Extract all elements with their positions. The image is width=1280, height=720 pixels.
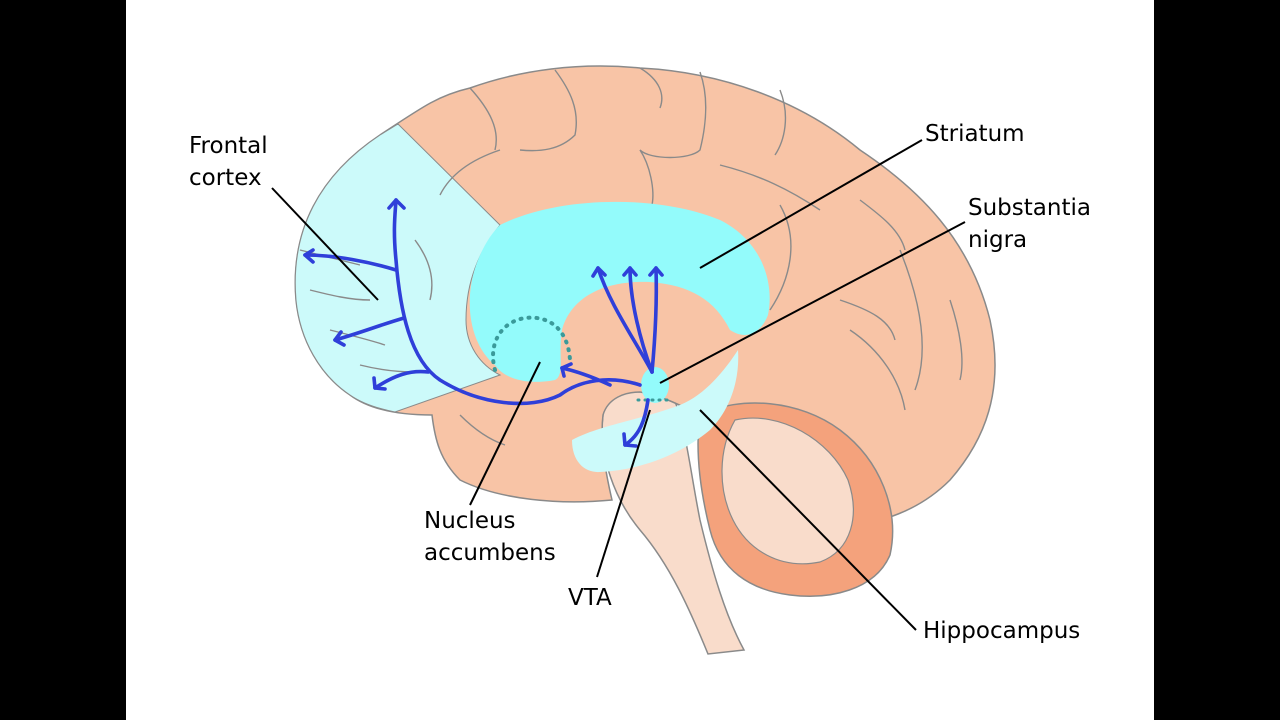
substantia-nigra-leader (659, 221, 966, 384)
nucleus-accumbens-leader (469, 361, 541, 506)
diagram-canvas: Frontal cortex Striatum Substantia nigra… (126, 0, 1154, 720)
vta-leader (596, 409, 651, 578)
label-nucleus-accumbens-1: Nucleus (424, 508, 516, 534)
frontal-cortex-leader (271, 187, 379, 301)
label-frontal-cortex-1: Frontal (189, 133, 268, 159)
label-striatum: Striatum (925, 121, 1025, 147)
cerebellum-inner (721, 417, 854, 565)
brain-diagram: Frontal cortex Striatum Substantia nigra… (189, 65, 1091, 655)
pathway-arrowheads (303, 198, 664, 448)
label-substantia-nigra-1: Substantia (968, 195, 1091, 221)
right-letterbox (1154, 0, 1280, 720)
label-substantia-nigra-2: nigra (968, 227, 1027, 253)
striatum-leader (699, 139, 923, 269)
label-nucleus-accumbens-2: accumbens (424, 540, 556, 566)
dopamine-pathways (303, 198, 659, 447)
label-frontal-cortex-2: cortex (189, 165, 262, 191)
hippocampus-region (572, 350, 739, 473)
label-hippocampus: Hippocampus (923, 618, 1080, 644)
vta-region (641, 367, 669, 403)
label-vta: VTA (568, 585, 612, 611)
left-letterbox (0, 0, 126, 720)
striatum-region (469, 201, 770, 382)
hippocampus-leader (699, 409, 917, 631)
